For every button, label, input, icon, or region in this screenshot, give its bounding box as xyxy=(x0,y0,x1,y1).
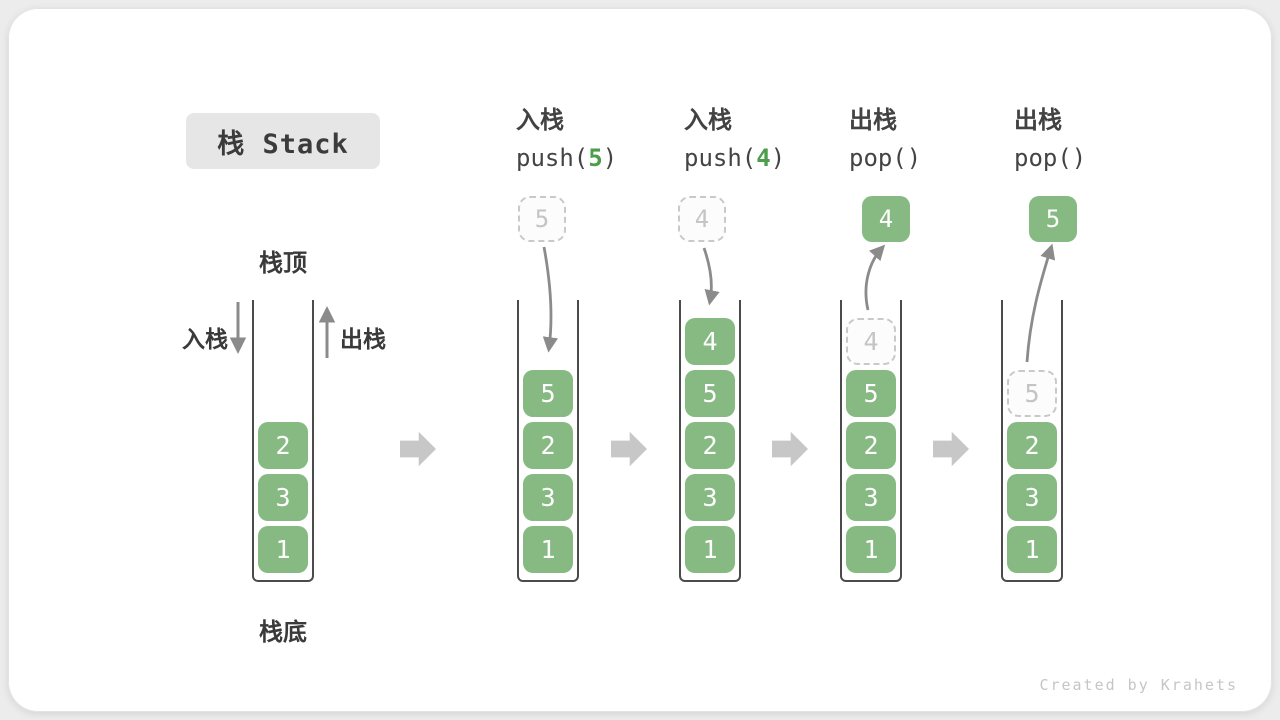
stack-cell: 3 xyxy=(523,474,573,521)
pushed-value-box: 4 xyxy=(678,196,726,242)
popped-value-box: 5 xyxy=(1029,196,1077,242)
code-fn: push( xyxy=(684,144,757,172)
stack-container xyxy=(679,300,741,582)
stack-cell: 3 xyxy=(685,474,735,521)
op-label: 入栈 xyxy=(516,107,564,134)
stack-cell: 2 xyxy=(1007,422,1057,469)
stack-cell-ghost: 4 xyxy=(846,318,896,365)
code-close: ) xyxy=(602,144,618,172)
stack-cell-ghost: 5 xyxy=(1007,370,1057,417)
push-side-label: 入栈 xyxy=(182,326,228,352)
stack-container xyxy=(517,300,579,582)
op-code: pop() xyxy=(1014,139,1174,177)
code-fn: pop( xyxy=(1014,144,1072,172)
op-header-push-5: 入栈 push(5) xyxy=(516,103,676,177)
op-code: pop() xyxy=(849,139,1009,177)
stack-cell: 2 xyxy=(523,422,573,469)
pop-side-label: 出栈 xyxy=(340,326,386,352)
stack-cell: 1 xyxy=(258,526,308,573)
stack-cell: 2 xyxy=(846,422,896,469)
op-label: 入栈 xyxy=(684,107,732,134)
code-close: ) xyxy=(1071,144,1087,172)
stack-cell: 1 xyxy=(1007,526,1057,573)
stack-cell: 5 xyxy=(523,370,573,417)
op-code: push(4) xyxy=(684,139,844,177)
code-fn: push( xyxy=(516,144,589,172)
stack-container xyxy=(1001,300,1063,582)
title-box: 栈 Stack xyxy=(186,113,380,169)
stack-cell: 3 xyxy=(846,474,896,521)
code-arg: 5 xyxy=(588,144,603,172)
stack-cell: 4 xyxy=(685,318,735,365)
popped-value-box: 4 xyxy=(862,196,910,242)
op-code: push(5) xyxy=(516,139,676,177)
stack-cell: 2 xyxy=(258,422,308,469)
stack-cell: 1 xyxy=(685,526,735,573)
pushed-value-box: 5 xyxy=(518,196,566,242)
op-header-push-4: 入栈 push(4) xyxy=(684,103,844,177)
stack-cell: 3 xyxy=(258,474,308,521)
code-close: ) xyxy=(906,144,922,172)
code-fn: pop( xyxy=(849,144,907,172)
stack-container xyxy=(252,300,314,582)
stack-cell: 1 xyxy=(846,526,896,573)
page-title: 栈 Stack xyxy=(217,128,349,160)
stack-cell: 5 xyxy=(846,370,896,417)
stack-cell: 1 xyxy=(523,526,573,573)
op-label: 出栈 xyxy=(849,107,897,134)
code-arg: 4 xyxy=(756,144,771,172)
stack-cell: 5 xyxy=(685,370,735,417)
stack-container xyxy=(840,300,902,582)
stack-cell: 3 xyxy=(1007,474,1057,521)
stack-cell: 2 xyxy=(685,422,735,469)
stack-bottom-label: 栈底 xyxy=(259,619,307,646)
op-label: 出栈 xyxy=(1014,107,1062,134)
op-header-pop-5: 出栈 pop() xyxy=(1014,103,1174,177)
op-header-pop-4: 出栈 pop() xyxy=(849,103,1009,177)
stack-top-label: 栈顶 xyxy=(259,250,307,277)
code-close: ) xyxy=(770,144,786,172)
watermark: Created by Krahets xyxy=(1039,676,1238,694)
